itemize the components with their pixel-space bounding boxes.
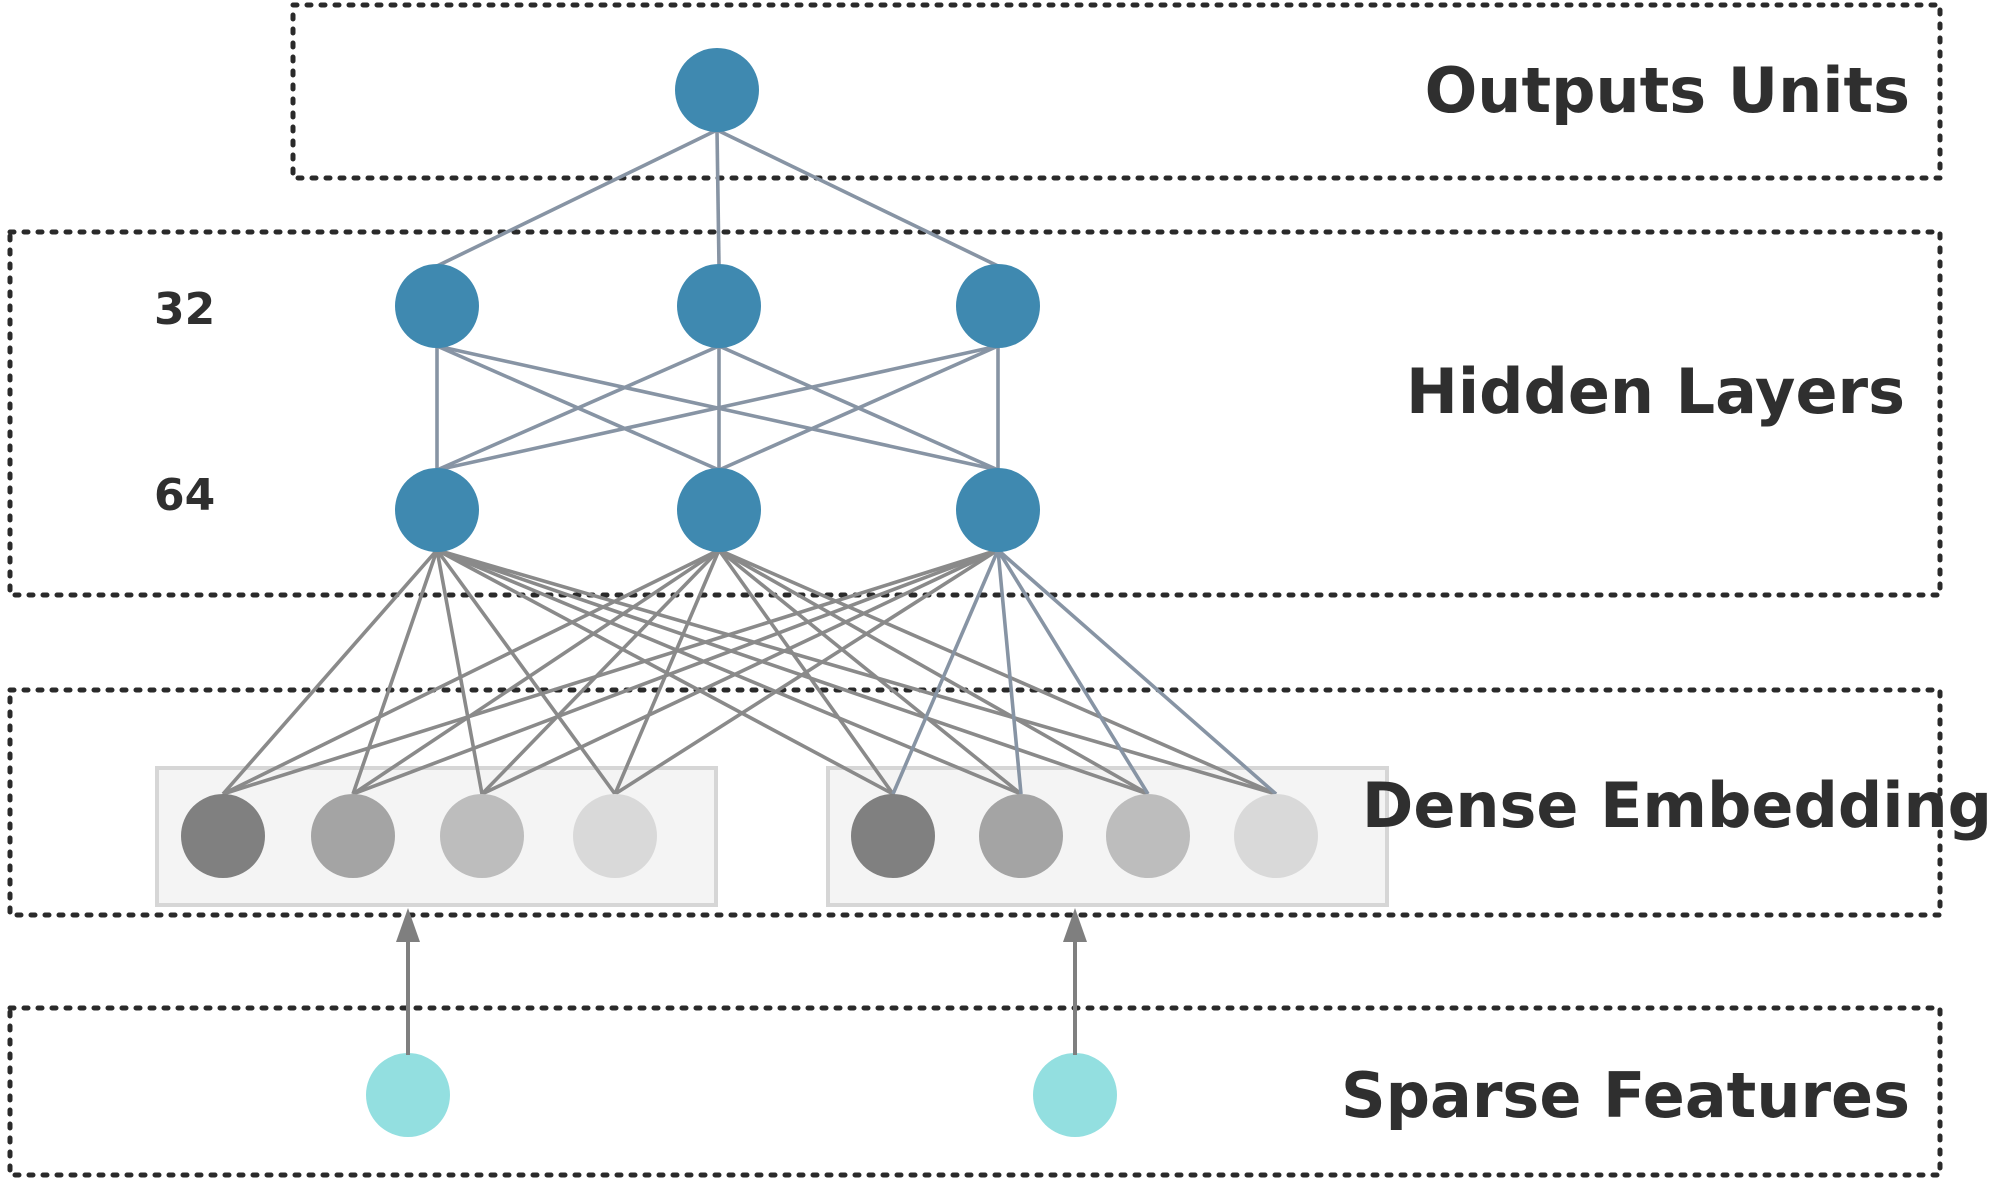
- label-output-units: Outputs Units: [1425, 54, 1910, 127]
- embedding-region-frame: [7, 687, 1943, 918]
- edge-hidden-hidden: [436, 344, 999, 472]
- hidden-node-64: [956, 468, 1040, 552]
- edge-hidden-embedding: [717, 548, 1023, 796]
- hidden-layer-size-bottom: 64: [154, 470, 215, 521]
- edge-hidden-embedding: [613, 549, 721, 795]
- embedding-node: [440, 794, 524, 878]
- edge-hidden-embedding: [435, 549, 484, 795]
- edge-hidden-embedding: [436, 548, 1149, 796]
- hidden-node-32: [677, 264, 761, 348]
- edge-output-hidden: [436, 128, 718, 268]
- embedding-node: [851, 794, 935, 878]
- label-dense-embedding: Dense Embedding: [1362, 769, 1992, 842]
- connection-edges: [221, 128, 1278, 796]
- label-hidden-layers: Hidden Layers: [1406, 355, 1905, 428]
- edge-hidden-embedding: [352, 548, 999, 796]
- embedding-node: [573, 794, 657, 878]
- edge-hidden-embedding: [718, 548, 1149, 796]
- edge-hidden-embedding: [435, 548, 617, 796]
- hidden-region-frame: [7, 229, 1943, 598]
- edge-hidden-embedding: [436, 548, 1277, 796]
- embedding-node: [311, 794, 395, 878]
- edge-hidden-embedding: [221, 548, 439, 796]
- arrow-right-head: [1063, 908, 1087, 942]
- output-node: [675, 48, 759, 132]
- hidden-node-32: [956, 264, 1040, 348]
- sparse-region-frame: [7, 1005, 1943, 1178]
- edge-hidden-hidden: [436, 344, 720, 472]
- hidden-node-64: [677, 468, 761, 552]
- hidden-node-64: [395, 468, 479, 552]
- output-region-frame: [290, 2, 1943, 181]
- edge-hidden-embedding: [436, 548, 1022, 796]
- edge-hidden-embedding: [222, 548, 720, 796]
- edge-hidden-embedding: [614, 548, 999, 796]
- sparse-feature-node: [366, 1053, 450, 1137]
- edge-hidden-embedding: [718, 548, 1277, 796]
- edge-hidden-embedding: [996, 549, 1150, 795]
- arrow-left-head: [396, 908, 420, 942]
- edge-hidden-embedding: [436, 548, 894, 796]
- edge-output-hidden: [716, 128, 999, 268]
- sparse-to-embedding-arrows: [396, 908, 1087, 1055]
- edge-hidden-embedding: [996, 548, 1278, 796]
- edge-output-hidden: [715, 129, 721, 267]
- edge-hidden-embedding: [222, 548, 999, 796]
- sparse-feature-node: [1033, 1053, 1117, 1137]
- embedding-node: [1234, 794, 1318, 878]
- edge-hidden-embedding: [891, 549, 1000, 795]
- network-nodes: [181, 48, 1318, 1137]
- edge-hidden-embedding: [481, 548, 999, 796]
- embedding-node: [1106, 794, 1190, 878]
- edge-hidden-embedding: [352, 548, 720, 796]
- edge-hidden-embedding: [996, 549, 1023, 795]
- hidden-layer-size-top: 32: [154, 284, 215, 335]
- embedding-node: [181, 794, 265, 878]
- edge-hidden-hidden: [718, 344, 999, 472]
- embedding-node: [979, 794, 1063, 878]
- edge-hidden-embedding: [480, 548, 721, 796]
- edge-hidden-embedding: [351, 549, 439, 795]
- hidden-node-32: [395, 264, 479, 348]
- label-sparse-features: Sparse Features: [1341, 1059, 1910, 1132]
